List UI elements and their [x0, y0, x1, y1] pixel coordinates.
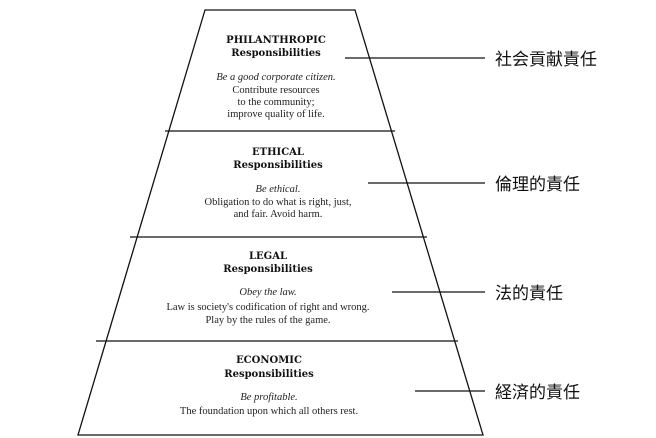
label-jp-ethical: 倫理的責任: [495, 175, 580, 195]
level-subtitle: Responsibilities: [224, 369, 314, 380]
level-line: The foundation upon which all others res…: [180, 406, 358, 417]
level-line: Obligation to do what is right, just,: [205, 197, 352, 208]
level-motto: Be a good corporate citizen.: [216, 72, 335, 83]
level-title: PHILANTHROPIC: [226, 35, 326, 46]
label-jp-philanthropic: 社会貢献責任: [495, 50, 597, 70]
level-title: ETHICAL: [252, 147, 304, 158]
level-line: Play by the rules of the game.: [205, 315, 330, 326]
level-philanthropic: PHILANTHROPIC Responsibilities Be a good…: [216, 35, 335, 120]
level-title: LEGAL: [249, 251, 287, 262]
level-line: improve quality of life.: [227, 109, 324, 120]
level-subtitle: Responsibilities: [223, 264, 313, 275]
level-line: Law is society's codification of right a…: [166, 302, 369, 313]
level-line: to the community;: [238, 97, 315, 108]
level-subtitle: Responsibilities: [231, 48, 321, 59]
level-motto: Be profitable.: [240, 392, 297, 403]
level-motto: Be ethical.: [256, 184, 301, 195]
pyramid-outline: [77, 9, 484, 436]
level-motto: Obey the law.: [239, 287, 296, 298]
level-ethical: ETHICAL Responsibilities Be ethical. Obl…: [205, 147, 352, 220]
label-jp-economic: 経済的責任: [495, 383, 580, 403]
level-legal: LEGAL Responsibilities Obey the law. Law…: [166, 251, 369, 326]
level-subtitle: Responsibilities: [233, 160, 323, 171]
level-title: ECONOMIC: [236, 355, 302, 366]
level-line: and fair. Avoid harm.: [234, 209, 323, 220]
level-economic: ECONOMIC Responsibilities Be profitable.…: [180, 355, 358, 417]
label-jp-legal: 法的責任: [495, 284, 563, 304]
level-line: Contribute resources: [232, 85, 319, 96]
